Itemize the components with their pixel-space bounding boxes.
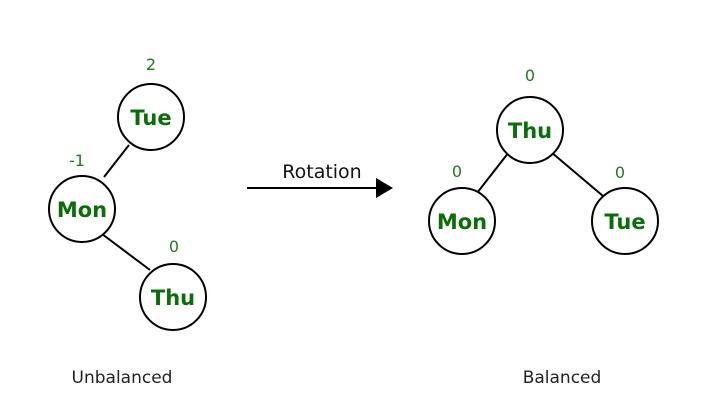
node-circle <box>591 187 659 255</box>
node-circle <box>139 263 207 331</box>
node-label: Mon <box>437 210 487 234</box>
edge-tue-mon <box>103 144 130 178</box>
node-label: Tue <box>604 210 645 234</box>
caption-unbalanced: Unbalanced <box>72 368 173 388</box>
arrow-label: Rotation <box>282 161 361 183</box>
node-thu: Thu <box>496 96 564 164</box>
node-tue: Tue <box>117 83 185 151</box>
arrow-head-icon <box>376 178 393 198</box>
node-circle <box>496 96 564 164</box>
node-label: Mon <box>57 198 107 222</box>
node-mon: Mon <box>48 175 116 243</box>
node-mon: Mon <box>428 187 496 255</box>
edge-mon-thu <box>101 233 151 271</box>
balance-factor-thu: 0 <box>169 237 179 256</box>
balance-factor-tue: 2 <box>146 55 156 74</box>
balance-factor-tue: 0 <box>615 163 625 182</box>
balance-factor-mon: -1 <box>69 151 85 170</box>
balance-factor-thu: 0 <box>525 66 535 85</box>
node-label: Tue <box>130 106 171 130</box>
node-circle <box>48 175 116 243</box>
balanced-tree: Thu 0 Mon 0 Tue 0 Balanced <box>428 66 659 388</box>
node-circle <box>117 83 185 151</box>
balance-factor-mon: 0 <box>452 162 462 181</box>
node-label: Thu <box>151 286 195 310</box>
caption-balanced: Balanced <box>523 368 602 388</box>
node-thu: Thu <box>139 263 207 331</box>
node-label: Thu <box>508 119 552 143</box>
edge-thu-mon <box>476 151 510 194</box>
node-tue: Tue <box>591 187 659 255</box>
node-circle <box>428 187 496 255</box>
edge-thu-tue <box>550 151 604 197</box>
unbalanced-tree: Tue 2 Mon -1 Thu 0 Unbalanced <box>48 55 207 388</box>
rotation-arrow: Rotation <box>247 161 393 198</box>
